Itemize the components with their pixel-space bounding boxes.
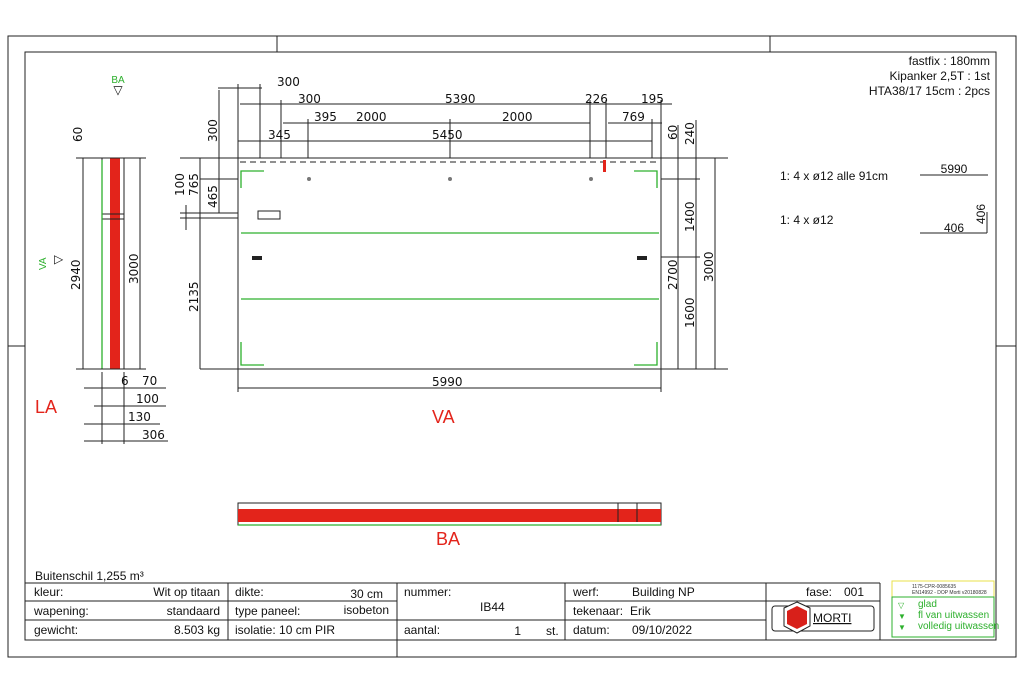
svg-text:8.503 kg: 8.503 kg <box>174 623 220 637</box>
svg-text:type paneel:: type paneel: <box>235 604 300 618</box>
svg-text:765: 765 <box>187 173 201 196</box>
svg-text:2700: 2700 <box>666 259 680 290</box>
insulation-red <box>110 158 120 369</box>
svg-text:3000: 3000 <box>127 253 141 284</box>
svg-text:st.: st. <box>546 624 559 638</box>
svg-text:345: 345 <box>268 128 291 142</box>
svg-text:isobeton: isobeton <box>344 603 389 617</box>
svg-text:tekenaar:: tekenaar: <box>573 604 623 618</box>
svg-text:5990: 5990 <box>941 162 968 176</box>
svg-text:Erik: Erik <box>630 604 652 618</box>
svg-text:406: 406 <box>944 221 964 235</box>
svg-text:datum:: datum: <box>573 623 610 637</box>
svg-text:Building NP: Building NP <box>632 585 695 599</box>
svg-text:VA: VA <box>38 257 49 270</box>
front-view-va: 300 300 5390 226 195 395 2000 2000 769 3… <box>173 75 728 427</box>
svg-text:gewicht:: gewicht: <box>34 623 78 637</box>
svg-text:dikte:: dikte: <box>235 585 264 599</box>
svg-text:300: 300 <box>206 119 220 142</box>
svg-text:2135: 2135 <box>187 281 201 312</box>
svg-text:6: 6 <box>121 374 129 388</box>
svg-text:BA: BA <box>436 529 460 549</box>
svg-text:406: 406 <box>974 204 988 224</box>
svg-text:▽: ▽ <box>113 83 123 97</box>
svg-text:1175-CPR-0085635: 1175-CPR-0085635 <box>912 584 956 590</box>
svg-text:1: 1 <box>514 624 521 638</box>
svg-text:2000: 2000 <box>356 110 387 124</box>
svg-text:wapening:: wapening: <box>33 604 89 618</box>
rebar-schedule: 1: 4 x ø12 alle 91cm 5990 1: 4 x ø12 406… <box>780 162 988 235</box>
svg-text:LA: LA <box>35 397 57 417</box>
svg-text:VA: VA <box>432 407 455 427</box>
outer-frame <box>7 35 1017 658</box>
svg-text:▼: ▼ <box>898 612 906 621</box>
svg-text:395: 395 <box>314 110 337 124</box>
svg-text:240: 240 <box>683 122 697 145</box>
side-view-la: BA ▽ VA ▷ 60 2940 3000 6 70 100 130 306 … <box>35 75 168 444</box>
svg-text:kleur:: kleur: <box>34 585 63 599</box>
svg-text:100: 100 <box>136 392 159 406</box>
svg-text:standaard: standaard <box>167 604 220 618</box>
svg-text:volledig uitwassen: volledig uitwassen <box>918 621 999 632</box>
svg-text:MORTI: MORTI <box>813 611 851 625</box>
title-block: Buitenschil 1,255 m³ kleur: Wit op titaa… <box>25 569 881 640</box>
svg-text:306: 306 <box>142 428 165 442</box>
svg-text:werf:: werf: <box>572 585 599 599</box>
svg-text:fase:: fase: <box>806 585 832 599</box>
svg-text:300: 300 <box>277 75 300 89</box>
svg-text:fl van uitwassen: fl van uitwassen <box>918 610 989 621</box>
svg-text:5450: 5450 <box>432 128 463 142</box>
svg-text:5390: 5390 <box>445 92 476 106</box>
svg-text:Buitenschil 1,255 m³: Buitenschil 1,255 m³ <box>35 569 144 583</box>
svg-text:EN14992 - DOP Morti v20180828: EN14992 - DOP Morti v20180828 <box>912 590 987 596</box>
svg-text:▽: ▽ <box>898 601 905 610</box>
top-view-ba: BA <box>237 502 662 549</box>
svg-text:aantal:: aantal: <box>404 623 440 637</box>
morti-logo: MORTI <box>771 601 875 634</box>
svg-text:09/10/2022: 09/10/2022 <box>632 623 692 637</box>
svg-text:▼: ▼ <box>898 623 906 632</box>
svg-text:1: 4 x ø12: 1: 4 x ø12 <box>780 213 834 227</box>
svg-text:1400: 1400 <box>683 201 697 232</box>
svg-text:2940: 2940 <box>69 259 83 290</box>
svg-text:nummer:: nummer: <box>404 585 451 599</box>
svg-text:Wit op titaan: Wit op titaan <box>153 585 220 599</box>
svg-text:HTA38/17 15cm : 2pcs: HTA38/17 15cm : 2pcs <box>869 84 990 98</box>
inner-frame <box>24 51 997 641</box>
svg-text:3000: 3000 <box>702 251 716 282</box>
svg-text:2000: 2000 <box>502 110 533 124</box>
svg-text:isolatie: 10 cm PIR: isolatie: 10 cm PIR <box>235 623 335 637</box>
hardware-notes: fastfix : 180mm Kipanker 2,5T : 1st HTA3… <box>869 54 991 98</box>
svg-text:769: 769 <box>622 110 645 124</box>
svg-text:1: 4 x ø12 alle 91cm: 1: 4 x ø12 alle 91cm <box>780 169 888 183</box>
svg-text:195: 195 <box>641 92 664 106</box>
svg-text:60: 60 <box>666 125 680 140</box>
svg-text:60: 60 <box>71 127 85 142</box>
svg-text:Kipanker 2,5T : 1st: Kipanker 2,5T : 1st <box>890 69 991 83</box>
svg-text:glad: glad <box>918 599 937 610</box>
svg-text:fastfix : 180mm: fastfix : 180mm <box>909 54 990 68</box>
svg-text:1600: 1600 <box>683 297 697 328</box>
svg-text:130: 130 <box>128 410 151 424</box>
svg-text:70: 70 <box>142 374 157 388</box>
svg-text:BA: BA <box>111 75 125 86</box>
svg-text:100: 100 <box>173 173 187 196</box>
svg-text:001: 001 <box>844 585 864 599</box>
svg-text:5990: 5990 <box>432 375 463 389</box>
svg-text:300: 300 <box>298 92 321 106</box>
svg-text:226: 226 <box>585 92 608 106</box>
svg-text:30 cm: 30 cm <box>350 587 383 601</box>
svg-text:IB44: IB44 <box>480 600 505 614</box>
certification-box: 1175-CPR-0085635 EN14992 - DOP Morti v20… <box>891 580 999 638</box>
svg-text:▷: ▷ <box>54 252 64 266</box>
svg-text:465: 465 <box>206 185 220 208</box>
